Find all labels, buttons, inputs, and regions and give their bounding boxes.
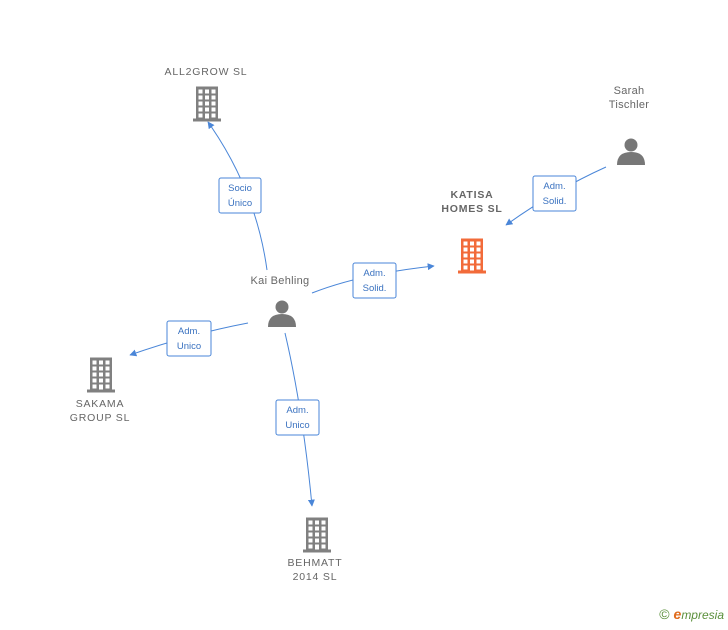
node-sakama[interactable]: SAKAMA GROUP SL [70, 357, 130, 425]
edge-label: Adm. [543, 181, 565, 192]
node-label: 2014 SL [293, 571, 338, 583]
edge-sarah-katisa: Adm. Solid. [505, 166, 607, 226]
edge-label: Solid. [363, 283, 387, 294]
node-label: Sarah [614, 85, 645, 97]
edge-label: Solid. [543, 196, 567, 207]
node-label: GROUP SL [70, 412, 130, 424]
edge-label-box[interactable] [275, 399, 320, 436]
person-icon[interactable] [617, 138, 645, 166]
edge-kai-sakama: Adm. Unico [129, 320, 249, 357]
edge-label-box[interactable] [532, 175, 577, 212]
building-icon[interactable] [193, 86, 221, 122]
nodes-layer: ALL2GROW SL KATISA HOMES SL SAKAMA GROUP SL B… [70, 66, 650, 584]
node-label: HOMES SL [441, 203, 502, 215]
edge-label: Socio [228, 183, 252, 194]
brand-name: mpresia [681, 608, 724, 622]
edge-label-box[interactable] [166, 320, 212, 357]
building-icon[interactable] [303, 517, 331, 553]
edge-label-box[interactable] [352, 262, 397, 299]
edge-kai-behmatt: Adm. Unico [275, 332, 320, 507]
edge-label: Único [228, 198, 252, 209]
node-label: SAKAMA [76, 398, 125, 410]
brand-initial: e [673, 606, 682, 622]
edge-label-box[interactable] [218, 177, 262, 214]
edge-kai-katisa: Adm. Solid. [311, 262, 435, 299]
node-label: KATISA [450, 189, 493, 201]
node-label: Tischler [609, 99, 650, 111]
node-all2grow[interactable]: ALL2GROW SL [165, 66, 248, 122]
node-label: BEHMATT [288, 557, 343, 569]
edge-label: Unico [285, 420, 309, 431]
edge-label: Unico [177, 341, 201, 352]
edge-label: Adm. [286, 405, 308, 416]
building-icon-highlighted[interactable] [458, 238, 486, 274]
node-kai[interactable]: Kai Behling [251, 275, 310, 327]
copyright-symbol: © [659, 606, 670, 622]
node-behmatt[interactable]: BEHMATT 2014 SL [288, 517, 343, 584]
edges-layer: SocioÚnicoAdm.Solid.Adm.UnicoAdm.UnicoAd… [129, 121, 607, 507]
footer-brand: ©empresia [659, 606, 724, 622]
node-label: ALL2GROW SL [165, 66, 248, 78]
node-katisa[interactable]: KATISA HOMES SL [441, 189, 502, 274]
edge-label: Adm. [178, 326, 200, 337]
edge-label: Adm. [363, 268, 385, 279]
building-icon[interactable] [87, 357, 115, 393]
node-label: Kai Behling [251, 275, 310, 287]
person-icon[interactable] [268, 300, 296, 328]
